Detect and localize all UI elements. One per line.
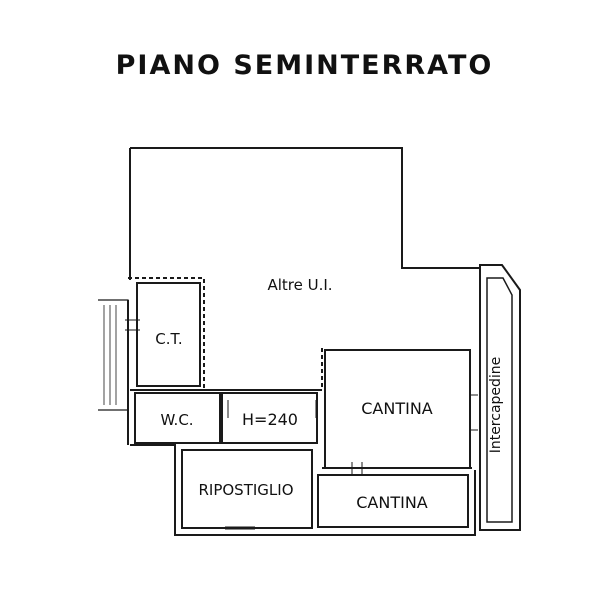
walls: [98, 147, 521, 536]
room-label-cantina-upper: CANTINA: [361, 399, 433, 418]
room-label-cantina-lower: CANTINA: [356, 493, 428, 512]
room-label-intercapedine: Intercapedine: [488, 357, 504, 454]
room-label-height: H=240: [242, 410, 298, 429]
plan-title: PIANO SEMINTERRATO: [115, 50, 494, 81]
room-label-ct: C.T.: [155, 330, 182, 348]
room-label-altre-ui: Altre U.I.: [267, 276, 332, 294]
room-label-wc: W.C.: [160, 411, 193, 429]
room-label-ripostiglio: RIPOSTIGLIO: [198, 481, 293, 499]
